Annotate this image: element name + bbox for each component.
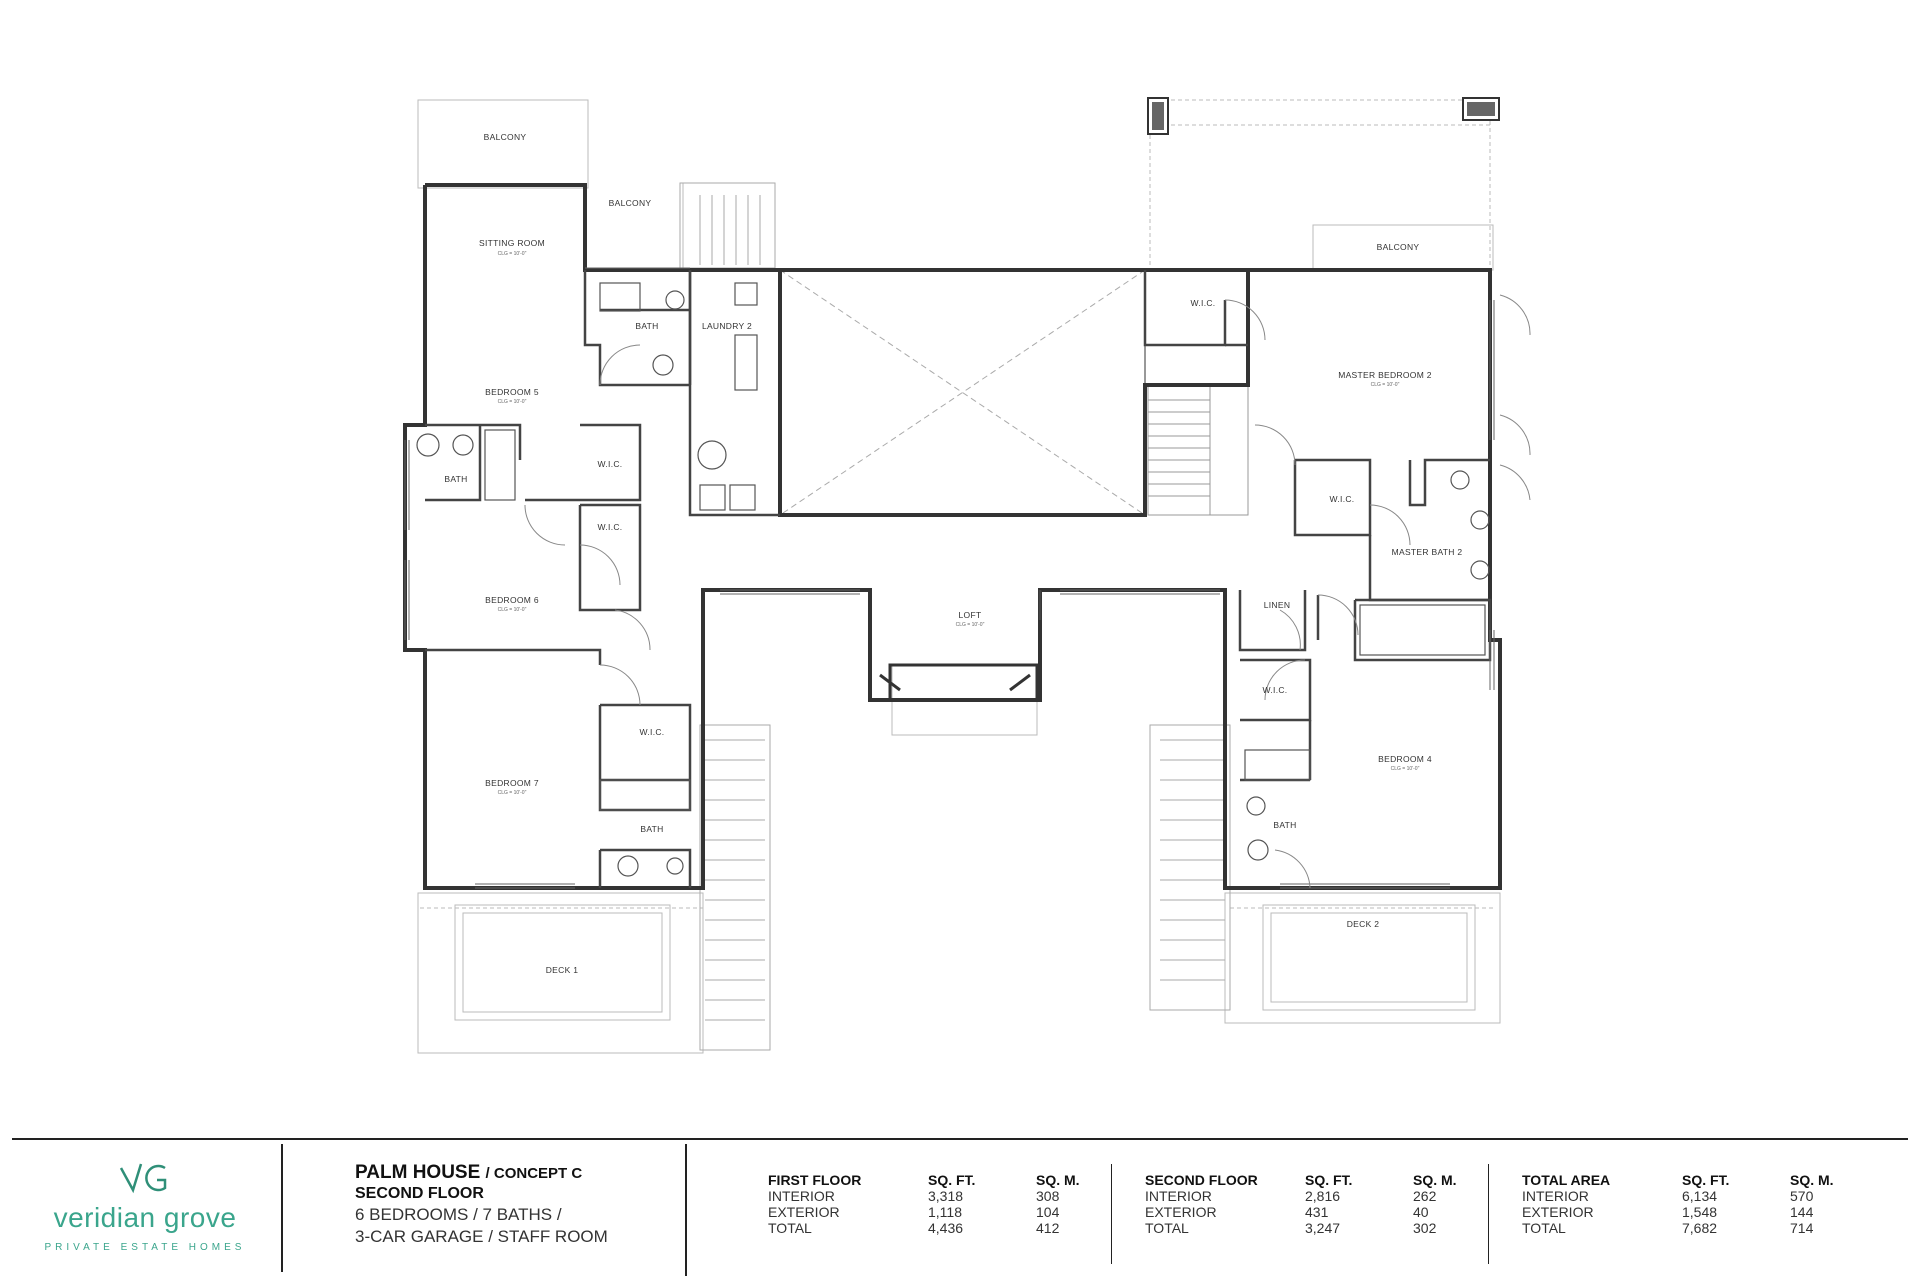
label-wic-2: W.I.C. <box>598 522 623 532</box>
label-bedroom-7: BEDROOM 7 <box>485 778 539 788</box>
col-sqft: SQ. FT. <box>1305 1172 1353 1188</box>
col-sqm: SQ. M. <box>1790 1172 1834 1188</box>
label-deck-1: DECK 1 <box>546 965 579 975</box>
vg-monogram-icon <box>119 1163 167 1194</box>
row-label: INTERIOR <box>768 1188 835 1204</box>
label-wic-4: W.I.C. <box>1330 494 1355 504</box>
col-sqft: SQ. FT. <box>1682 1172 1730 1188</box>
floor-plan: BALCONY BALCONY BALCONY SITTING ROOM CLG… <box>403 97 1531 1054</box>
row-label: TOTAL <box>1522 1220 1566 1236</box>
row-label: TOTAL <box>1145 1220 1189 1236</box>
clg-bedroom-7: CLG = 10'-0" <box>498 790 527 796</box>
deck-1-outer <box>417 892 704 1054</box>
area-table-first-floor: FIRST FLOOR SQ. FT. SQ. M. INTERIOR 3,318 30… <box>768 1172 1088 1236</box>
row-sqm: 262 <box>1413 1188 1437 1204</box>
row-sqm: 714 <box>1790 1220 1814 1236</box>
summary-line-1: 6 BEDROOMS / 7 BATHS / <box>355 1205 562 1224</box>
divider-3 <box>1111 1164 1112 1264</box>
label-loft: LOFT <box>959 610 982 620</box>
row-sqm: 40 <box>1413 1204 1429 1220</box>
floor-name: SECOND FLOOR <box>355 1185 484 1202</box>
brand-logo: veridian grove PRIVATE ESTATE HOMES <box>30 1158 260 1268</box>
divider-4 <box>1488 1164 1489 1264</box>
row-label: EXTERIOR <box>1145 1204 1217 1220</box>
clg-sitting-room: CLG = 10'-0" <box>498 251 527 257</box>
row-sqm: 104 <box>1036 1204 1060 1220</box>
clg-loft: CLG = 10'-0" <box>956 622 985 628</box>
label-bedroom-4: BEDROOM 4 <box>1378 754 1432 764</box>
row-sqm: 308 <box>1036 1188 1060 1204</box>
label-bath-4: BATH <box>1273 820 1296 830</box>
brand-name: veridian grove <box>53 1202 237 1233</box>
label-bath-2: BATH <box>444 474 467 484</box>
clg-bedroom-6: CLG = 10'-0" <box>498 607 527 613</box>
area-table-total: TOTAL AREA SQ. FT. SQ. M. INTERIOR 6,134 570… <box>1522 1172 1842 1236</box>
row-label: EXTERIOR <box>1522 1204 1594 1220</box>
row-sqft: 1,118 <box>928 1204 962 1220</box>
divider-1 <box>281 1144 283 1272</box>
label-wic-3: W.I.C. <box>640 727 665 737</box>
divider-2 <box>685 1144 687 1276</box>
label-bedroom-6: BEDROOM 6 <box>485 595 539 605</box>
row-sqm: 412 <box>1036 1220 1060 1236</box>
label-bath-3: BATH <box>640 824 663 834</box>
row-sqm: 570 <box>1790 1188 1814 1204</box>
summary-line-2: 3-CAR GARAGE / STAFF ROOM <box>355 1227 608 1246</box>
project-title: PALM HOUSE / CONCEPT C SECOND FLOOR 6 BE… <box>355 1162 675 1247</box>
row-label: INTERIOR <box>1145 1188 1212 1204</box>
row-sqft: 1,548 <box>1682 1204 1718 1220</box>
label-laundry-2: LAUNDRY 2 <box>702 321 752 331</box>
row-sqft: 6,134 <box>1682 1188 1718 1204</box>
floor-plan-drawing: BALCONY BALCONY BALCONY SITTING ROOM CLG… <box>403 97 1531 1054</box>
balcony-n-outline <box>682 182 776 269</box>
label-linen: LINEN <box>1264 600 1291 610</box>
col-sqm: SQ. M. <box>1036 1172 1080 1188</box>
label-bedroom-5: BEDROOM 5 <box>485 387 539 397</box>
area-table-second-floor: SECOND FLOOR SQ. FT. SQ. M. INTERIOR 2,816 2… <box>1145 1172 1465 1236</box>
label-deck-2: DECK 2 <box>1347 919 1380 929</box>
area-heading: FIRST FLOOR <box>768 1172 862 1188</box>
deck-2-mid <box>1262 904 1476 1011</box>
row-sqm: 302 <box>1413 1220 1437 1236</box>
label-sitting-room: SITTING ROOM <box>479 238 545 248</box>
row-sqm: 144 <box>1790 1204 1814 1220</box>
project-concept: / CONCEPT C <box>485 1165 583 1182</box>
deck-2-outer <box>1224 892 1501 1024</box>
row-label: TOTAL <box>768 1220 812 1236</box>
balcony-nw-outline <box>417 99 589 189</box>
brand-tagline: PRIVATE ESTATE HOMES <box>44 1242 246 1253</box>
label-wic-master: W.I.C. <box>1191 298 1216 308</box>
row-label: EXTERIOR <box>768 1204 840 1220</box>
label-master-bath-2: MASTER BATH 2 <box>1392 547 1463 557</box>
clg-bedroom-4: CLG = 10'-0" <box>1391 766 1420 772</box>
row-sqft: 3,318 <box>928 1188 964 1204</box>
label-bath-1: BATH <box>635 321 658 331</box>
area-heading: SECOND FLOOR <box>1145 1172 1258 1188</box>
row-sqft: 3,247 <box>1305 1220 1341 1236</box>
col-sqft: SQ. FT. <box>928 1172 976 1188</box>
row-sqft: 431 <box>1305 1204 1329 1220</box>
title-block-footer: veridian grove PRIVATE ESTATE HOMES PALM… <box>0 1138 1920 1280</box>
clg-master-bedroom-2: CLG = 10'-0" <box>1371 382 1400 388</box>
project-name: PALM HOUSE <box>355 1162 481 1183</box>
row-label: INTERIOR <box>1522 1188 1589 1204</box>
row-sqft: 2,816 <box>1305 1188 1341 1204</box>
col-sqm: SQ. M. <box>1413 1172 1457 1188</box>
label-master-bedroom-2: MASTER BEDROOM 2 <box>1338 370 1432 380</box>
row-sqft: 4,436 <box>928 1220 964 1236</box>
label-balcony-nw: BALCONY <box>484 132 527 142</box>
label-wic-5: W.I.C. <box>1263 685 1288 695</box>
clg-bedroom-5: CLG = 10'-0" <box>498 399 527 405</box>
deck-2-inner <box>1270 912 1468 1003</box>
footer-top-rule <box>12 1138 1908 1140</box>
row-sqft: 7,682 <box>1682 1220 1718 1236</box>
area-heading: TOTAL AREA <box>1522 1172 1611 1188</box>
label-balcony-ne: BALCONY <box>1377 242 1420 252</box>
deck-1-inner <box>462 912 663 1013</box>
label-wic-1: W.I.C. <box>598 459 623 469</box>
label-balcony-n: BALCONY <box>609 198 652 208</box>
deck-1-mid <box>454 904 671 1021</box>
